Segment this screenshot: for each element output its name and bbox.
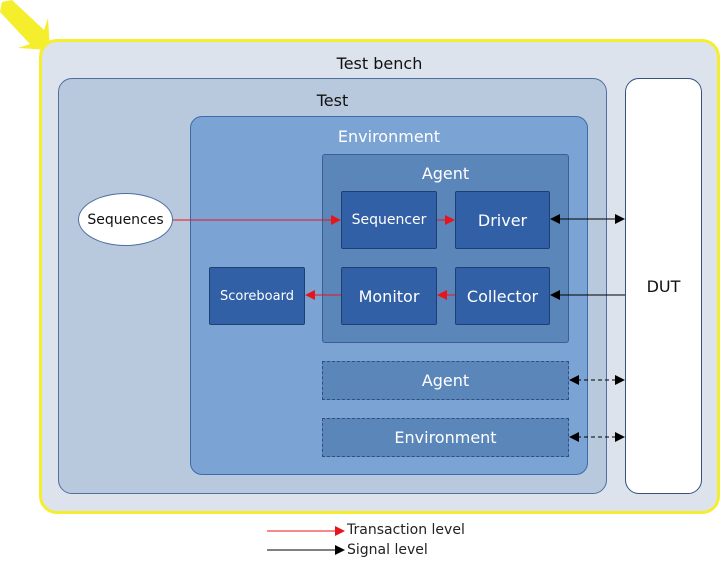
monitor-block: Monitor — [341, 267, 437, 325]
agent-label: Agent — [421, 164, 470, 183]
driver-block: Driver — [455, 191, 550, 249]
legend-signal-label: Signal level — [347, 542, 428, 558]
legend-transaction-label: Transaction level — [347, 522, 465, 538]
environment-secondary-block: Environment — [322, 418, 569, 457]
agent-secondary-block: Agent — [322, 361, 569, 400]
test-label: Test — [316, 91, 349, 110]
pointer-arrow-icon — [0, 0, 50, 50]
environment-label: Environment — [337, 127, 441, 146]
sequencer-block: Sequencer — [341, 191, 437, 249]
test-bench-label: Test bench — [336, 54, 423, 73]
dut-block: DUT — [625, 78, 702, 494]
sequences-ellipse: Sequences — [78, 193, 173, 246]
scoreboard-block: Scoreboard — [209, 267, 305, 325]
collector-block: Collector — [455, 267, 550, 325]
